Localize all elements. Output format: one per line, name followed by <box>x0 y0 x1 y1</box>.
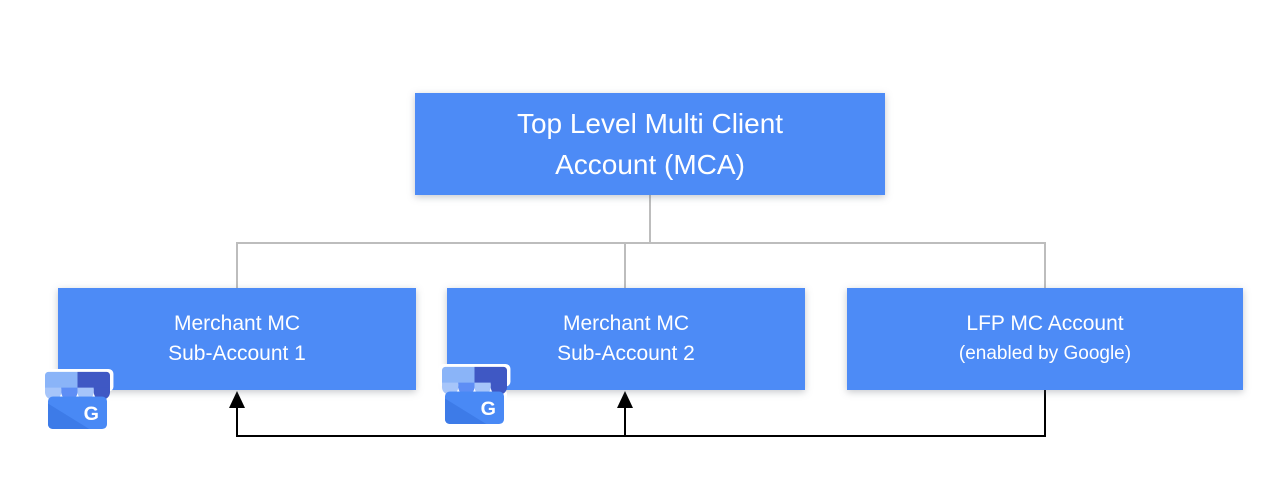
node-sub1-label-line1: Merchant MC <box>173 312 301 335</box>
flow-line-horizontal <box>236 435 1046 437</box>
node-merchant-sub-account-1: Merchant MC Sub-Account 1 <box>58 288 416 390</box>
arrowhead-up-to-sub1-icon <box>229 391 245 408</box>
node-mca-label-line1: Top Level Multi Client <box>516 108 784 139</box>
node-merchant-sub-account-2: Merchant MC Sub-Account 2 <box>447 288 805 390</box>
google-g-letter: G <box>481 398 496 420</box>
arrowhead-up-to-sub2-icon <box>617 391 633 408</box>
tree-line-to-sub1 <box>236 242 238 288</box>
node-sub1-label-line2: Sub-Account 1 <box>168 342 306 365</box>
google-business-storefront-icon: G <box>438 363 511 427</box>
google-g-letter: G <box>84 403 99 425</box>
tree-line-to-sub2 <box>624 242 626 288</box>
google-business-storefront-icon: G <box>41 368 114 432</box>
node-sub2-label-line1: Merchant MC <box>562 312 690 335</box>
flow-line-shaft-sub1 <box>236 406 238 437</box>
tree-line-horizontal <box>236 242 1046 244</box>
flow-line-lfp-down <box>1044 390 1046 437</box>
tree-line-mca-down <box>649 195 651 243</box>
node-lfp-label-line2: (enabled by Google) <box>958 343 1132 364</box>
node-top-level-mca: Top Level Multi Client Account (MCA) <box>415 93 885 195</box>
node-sub2-label-line2: Sub-Account 2 <box>557 342 695 365</box>
flow-line-shaft-sub2 <box>624 406 626 437</box>
node-mca-label-line2: Account (MCA) <box>555 149 745 180</box>
node-lfp-label-line1: LFP MC Account <box>966 312 1124 335</box>
tree-line-to-lfp <box>1044 242 1046 288</box>
node-lfp-mc-account: LFP MC Account (enabled by Google) <box>847 288 1243 390</box>
